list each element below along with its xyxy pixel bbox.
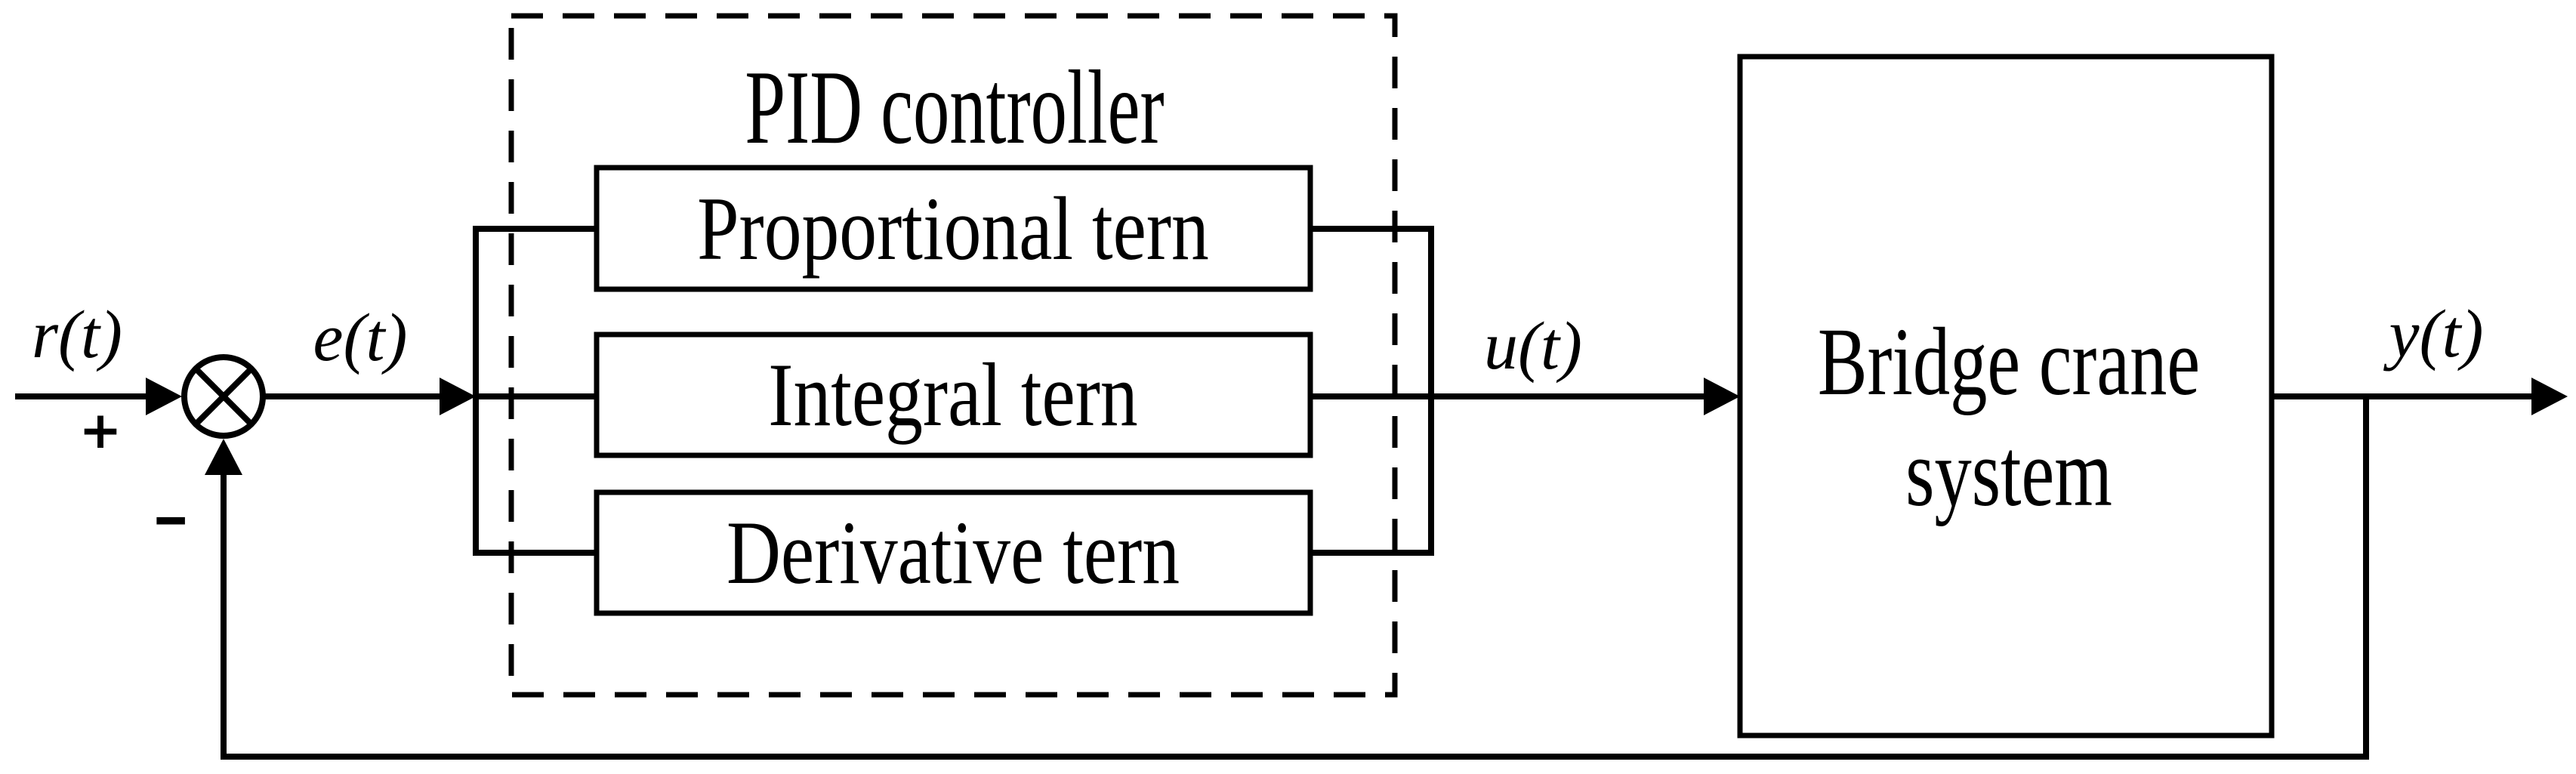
plant-label-line1: Bridge crane bbox=[1817, 308, 2201, 415]
plant-label-line2: system bbox=[1905, 419, 2112, 526]
derivative-term-box bbox=[594, 489, 1313, 616]
derivative-term-label: Derivative tern bbox=[726, 502, 1180, 603]
proportional-term-label: Proportional tern bbox=[697, 178, 1209, 279]
summing-junction-cross-icon bbox=[193, 366, 254, 427]
pid-controller-title: PID controller bbox=[745, 49, 1165, 166]
plus-sign-glyph: + bbox=[79, 400, 122, 461]
integral-term-label: Integral tern bbox=[768, 344, 1138, 445]
error-signal-label: e(t) bbox=[313, 301, 408, 375]
error-arrowhead-icon bbox=[440, 378, 476, 415]
plus-sign: + bbox=[79, 401, 122, 461]
output-signal-label: y(t) bbox=[2389, 297, 2484, 372]
minus-sign-glyph: - bbox=[151, 488, 190, 548]
feedback-arrowhead-icon bbox=[205, 439, 242, 475]
integral-term-box bbox=[594, 331, 1313, 458]
control-signal-label: u(t) bbox=[1484, 309, 1582, 384]
minus-sign: - bbox=[152, 489, 190, 548]
reference-signal-label: r(t) bbox=[32, 298, 122, 372]
output-arrowhead-icon bbox=[2531, 378, 2568, 415]
proportional-term-box bbox=[594, 165, 1313, 292]
pid-controller-dashed-box bbox=[508, 13, 1398, 698]
plant-label: Bridge crane system bbox=[1818, 307, 2200, 529]
feedback-line bbox=[221, 396, 2369, 760]
control-arrowhead-icon bbox=[1704, 378, 1740, 415]
reference-arrowhead-icon bbox=[146, 378, 182, 415]
